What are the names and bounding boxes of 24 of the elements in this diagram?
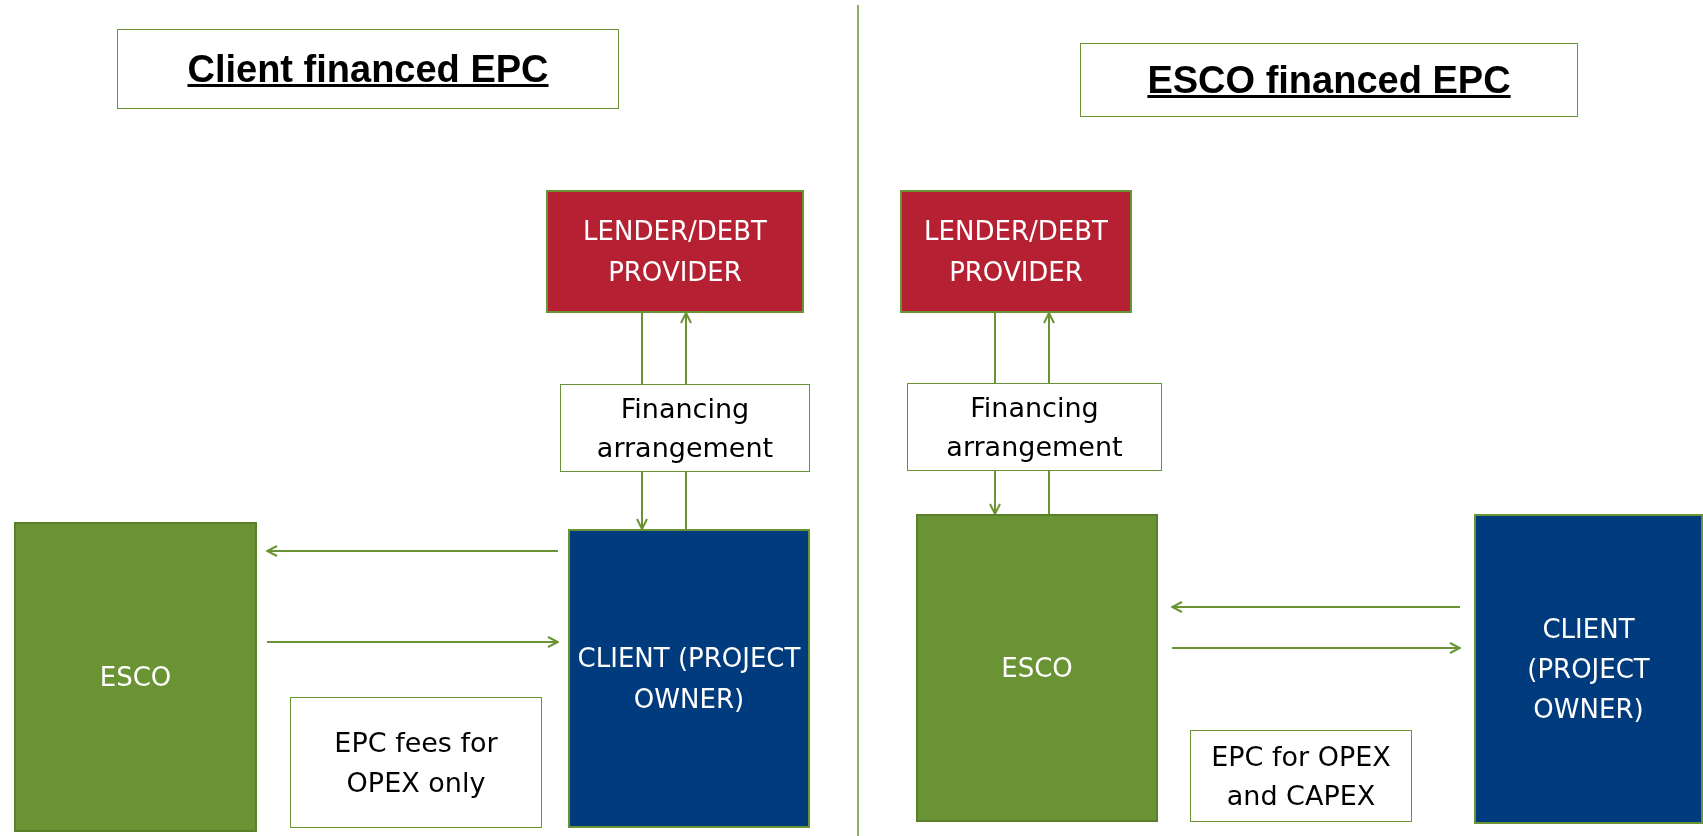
heading-box: Client financed EPC [117,29,619,109]
party-box: CLIENT (PROJECT OWNER) [568,529,810,828]
party-box: ESCO [916,514,1158,822]
heading-box: ESCO financed EPC [1080,43,1578,117]
arrow [989,470,1001,515]
party-box: ESCO [14,522,257,832]
note-box: EPC fees for OPEX only [290,697,542,828]
party-box: CLIENT (PROJECT OWNER) [1474,514,1703,824]
connector-line [641,312,643,385]
arrow [266,636,559,648]
lender-box: LENDER/DEBT PROVIDER [546,190,804,313]
note-box: Financing arrangement [560,384,810,472]
arrow [1043,312,1055,384]
note-box: EPC for OPEX and CAPEX [1190,730,1412,822]
arrow [1171,601,1461,613]
arrow [1171,642,1461,654]
arrow [680,312,692,385]
note-box: Financing arrangement [907,383,1162,471]
connector-line [994,312,996,384]
lender-box: LENDER/DEBT PROVIDER [900,190,1132,313]
connector-line [685,471,687,530]
arrow [266,545,559,557]
arrow [636,471,648,530]
connector-line [1048,470,1050,515]
